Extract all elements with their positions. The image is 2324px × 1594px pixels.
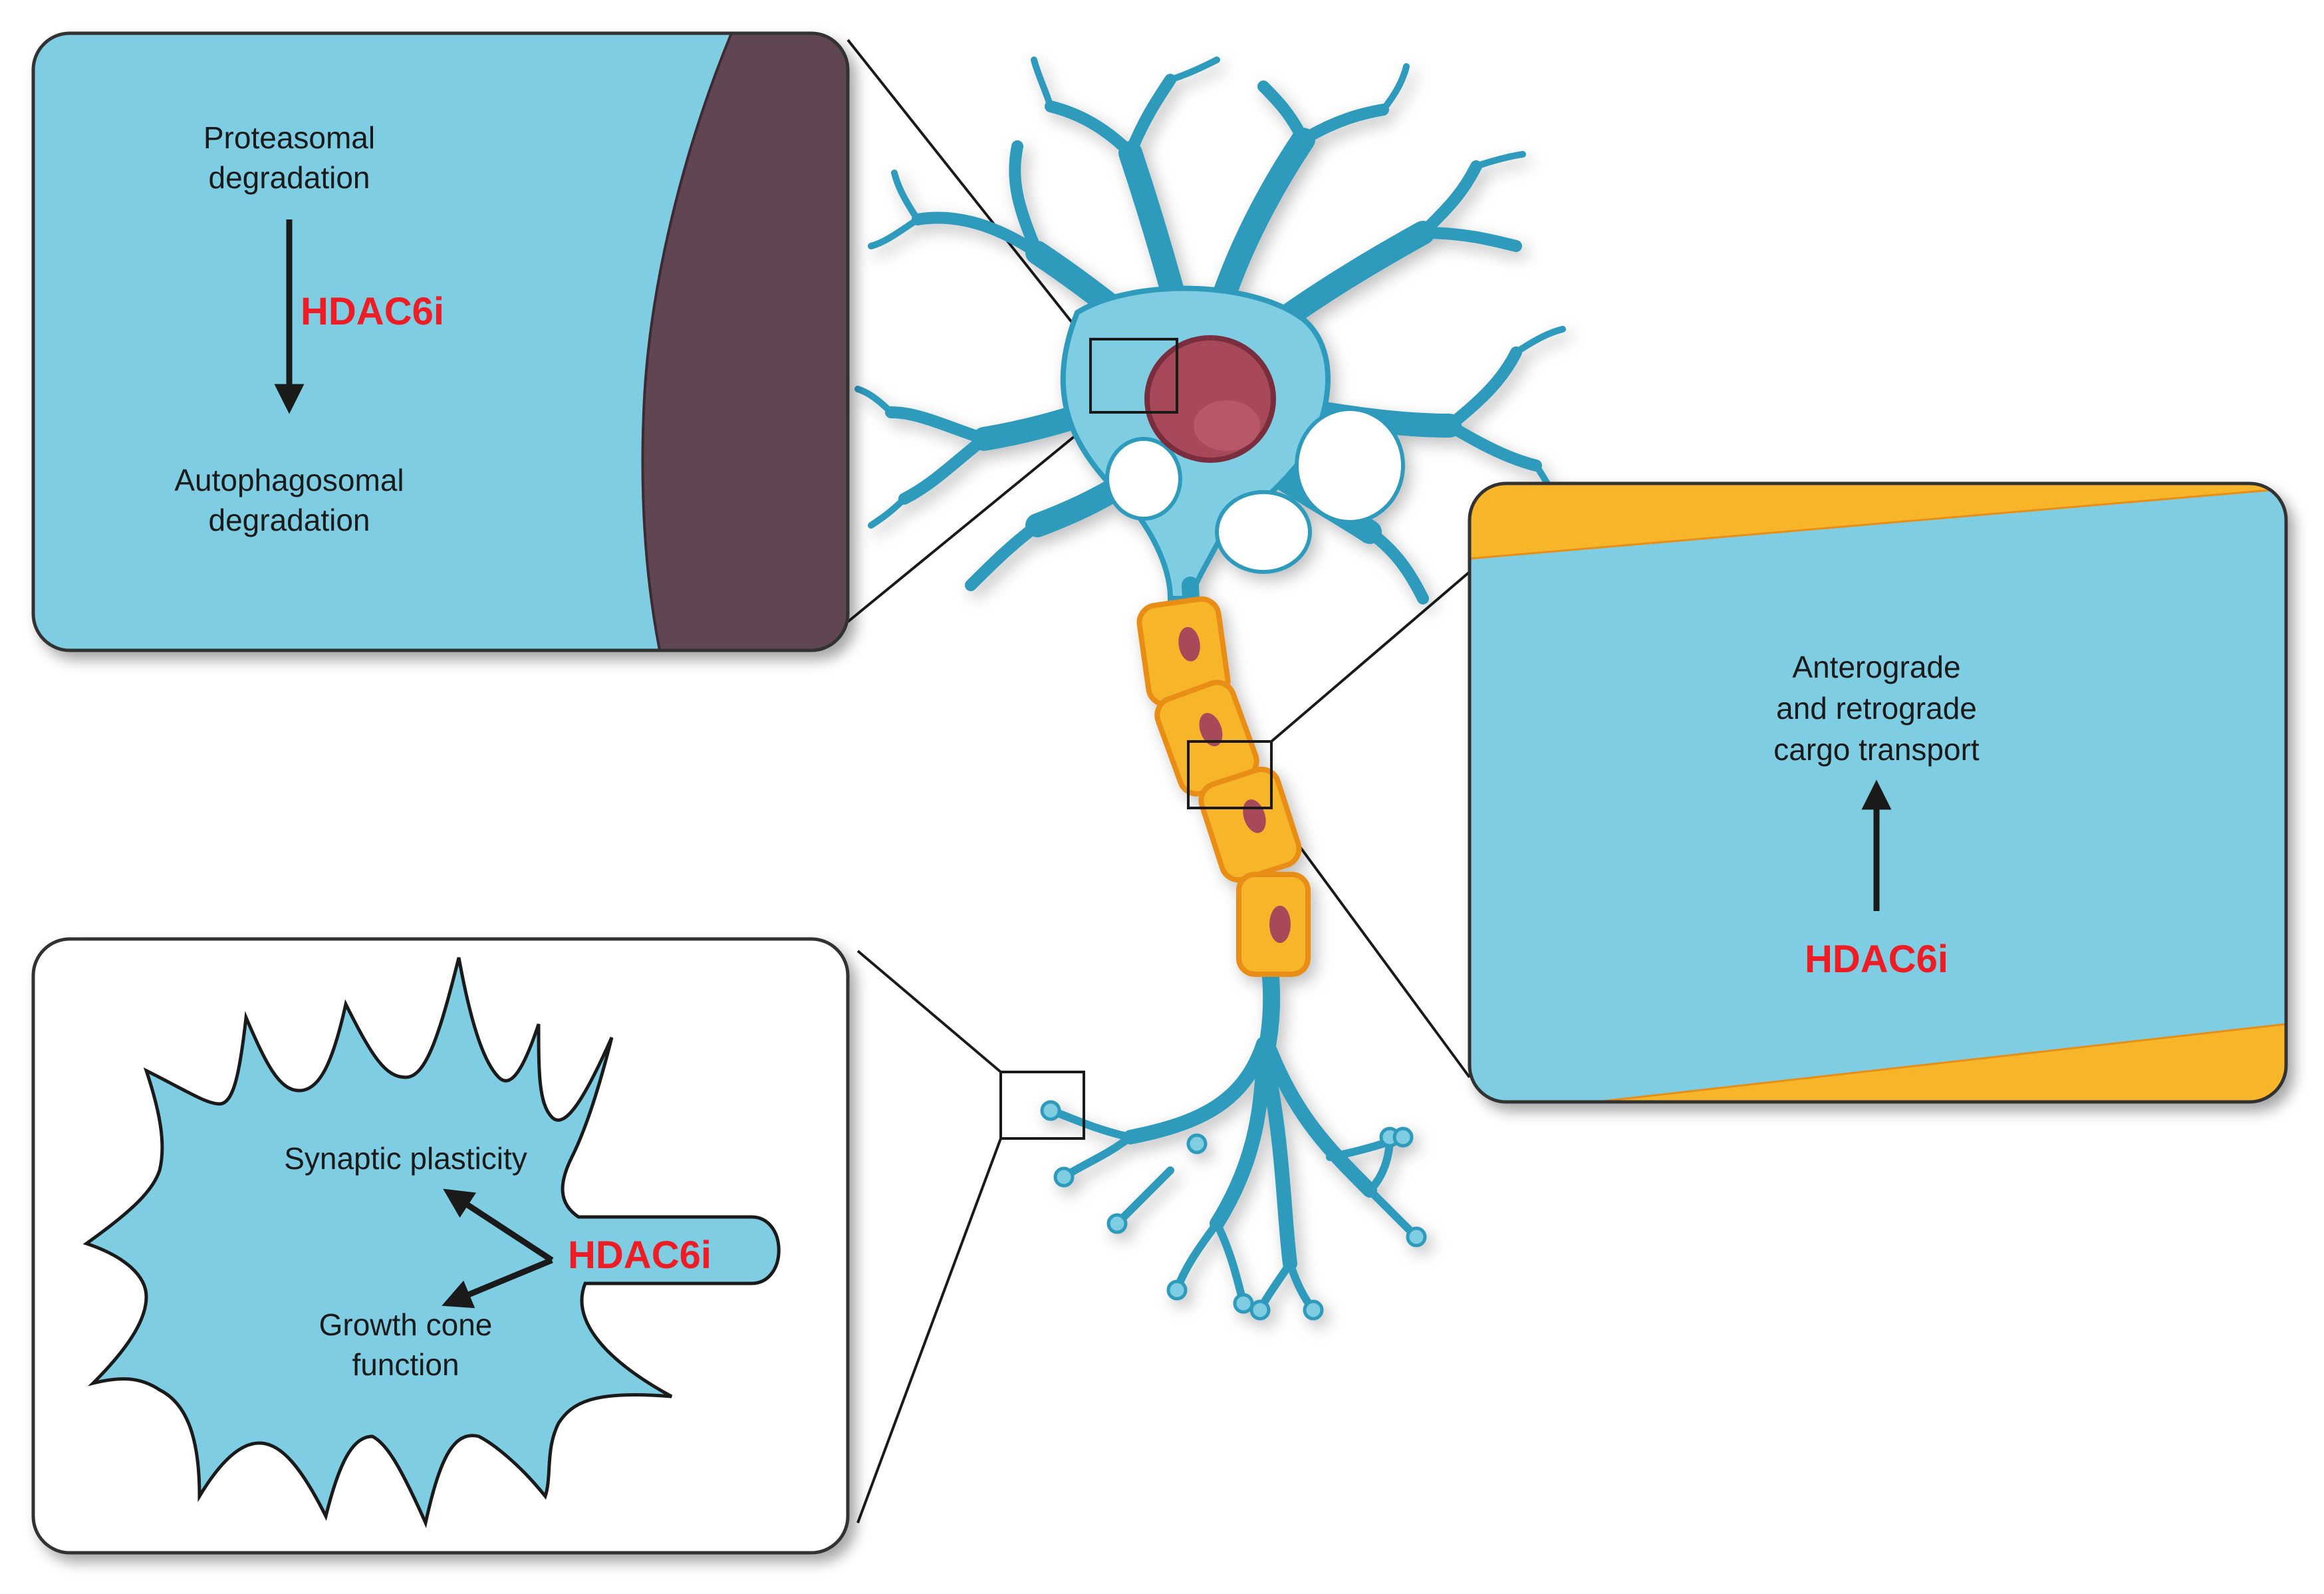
zoom-indicator-boxes bbox=[999, 338, 1273, 1140]
axon-terminals bbox=[1047, 1037, 1420, 1314]
growth-cone-label-line1: Growth cone bbox=[319, 1307, 493, 1342]
cytoplasm-gap bbox=[1295, 407, 1405, 524]
arrow-to-synaptic-plasticity bbox=[443, 1188, 554, 1263]
zoom-box-terminal bbox=[999, 1071, 1085, 1140]
myelin-sheaths bbox=[1136, 596, 1311, 977]
anterograde-label-line3: cargo transport bbox=[1773, 732, 1980, 767]
hdac6i-label: HDAC6i bbox=[301, 290, 444, 333]
proteasomal-label-line2: degradation bbox=[209, 160, 370, 195]
arrow-to-growth-cone bbox=[442, 1257, 553, 1309]
panel-growth-cone-content: Synaptic plasticity Growth cone function… bbox=[82, 957, 781, 1528]
proteasomal-label: Proteasomal bbox=[203, 120, 375, 155]
zoom-box-axon bbox=[1187, 740, 1273, 809]
terminal-boutons bbox=[1040, 1100, 1427, 1321]
zoom-connector-lines bbox=[846, 39, 1471, 1524]
synaptic-plasticity-label: Synaptic plasticity bbox=[284, 1141, 527, 1176]
hdac6i-label: HDAC6i bbox=[568, 1234, 711, 1277]
nucleus-section bbox=[641, 33, 848, 650]
panel-degradation bbox=[31, 31, 850, 652]
growth-cone-label-line2: function bbox=[352, 1347, 459, 1382]
zoom-box-soma bbox=[1089, 338, 1178, 414]
panel-cargo-transport bbox=[1468, 481, 2288, 1104]
myelin-top-wedge bbox=[1470, 483, 2286, 560]
growth-cone-shape bbox=[82, 957, 781, 1528]
cytoplasm-gap bbox=[1215, 490, 1312, 574]
panel-degradation-content: Proteasomal degradation HDAC6i Autophago… bbox=[174, 120, 444, 537]
autophagosomal-label: Autophagosomal bbox=[174, 463, 404, 497]
anterograde-label-line2: and retrograde bbox=[1776, 691, 1977, 726]
autophagosomal-label-line2: degradation bbox=[209, 503, 370, 537]
cytoplasm-gap bbox=[1105, 437, 1182, 521]
hdac6i-label: HDAC6i bbox=[1805, 938, 1948, 981]
myelin-bottom-wedge bbox=[1470, 1023, 2286, 1102]
neuron-illustration bbox=[854, 57, 1566, 1321]
nucleus-highlight bbox=[1194, 400, 1260, 451]
panel-cargo-transport-content: Anterograde and retrograde cargo transpo… bbox=[1773, 650, 1980, 981]
anterograde-label-line1: Anterograde bbox=[1792, 650, 1960, 684]
